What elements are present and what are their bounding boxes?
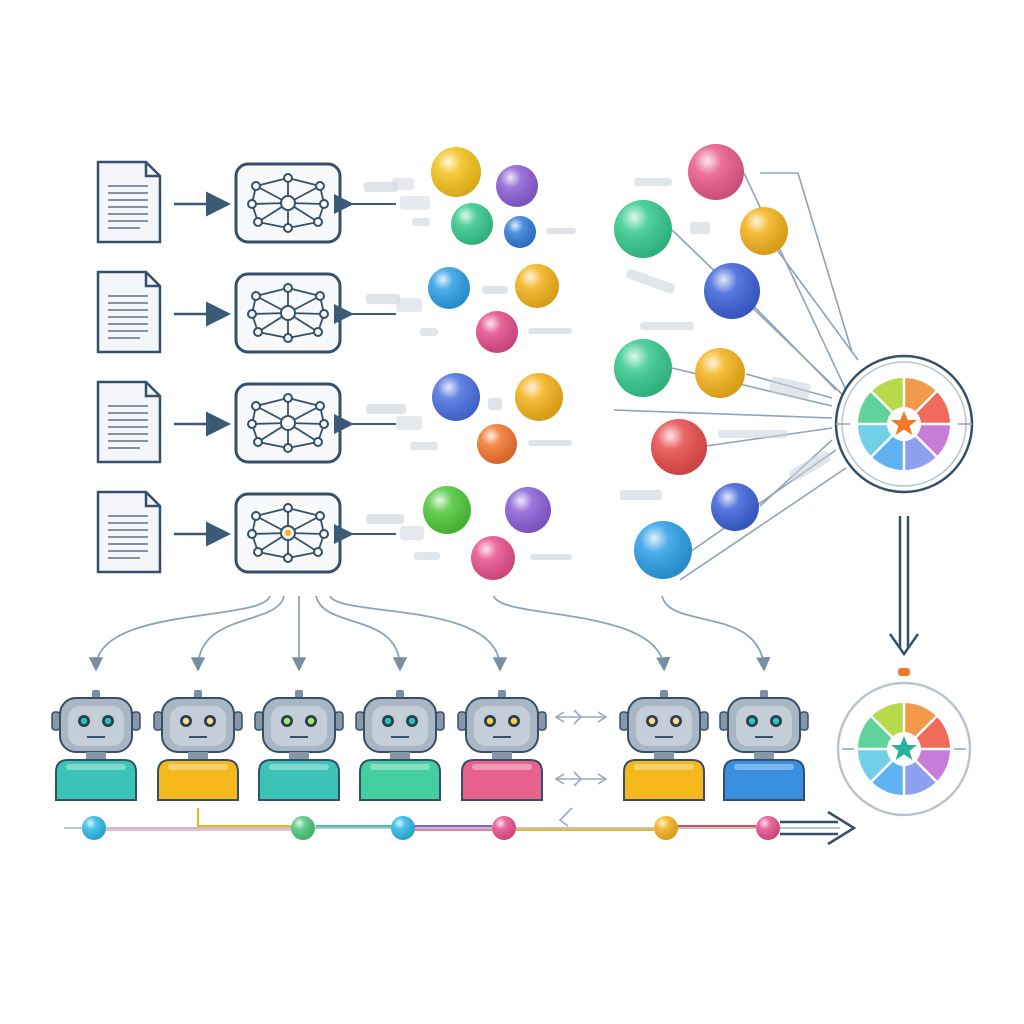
color-wheel-star-icon <box>856 376 952 472</box>
document-icon <box>96 160 162 244</box>
pipeline-row <box>96 264 572 354</box>
bidirectional-arrow <box>334 294 438 336</box>
aggregator-wheel-bottom <box>836 681 972 817</box>
agent-connectors <box>88 595 771 672</box>
robot-icon <box>153 690 243 801</box>
color-wheel-star-icon <box>856 701 952 797</box>
robot-icon <box>355 690 445 801</box>
embedding-nodes <box>423 486 572 580</box>
embedding-nodes <box>432 373 572 464</box>
pipeline-row <box>96 147 576 248</box>
bidirectional-arrow <box>334 404 438 450</box>
document-icon <box>96 490 162 574</box>
network-graph-icon <box>234 492 342 574</box>
bidirectional-arrow <box>334 514 440 560</box>
embedding-nodes <box>431 147 576 248</box>
pipeline-rows <box>96 147 576 580</box>
agents-row <box>51 690 809 801</box>
robot-icon <box>719 690 809 801</box>
timeline <box>64 808 857 846</box>
document-icon <box>96 380 162 464</box>
pipeline-row <box>96 486 572 580</box>
embedding-nodes <box>428 264 572 353</box>
connector-dot <box>898 668 910 676</box>
fan-nodes <box>614 144 788 579</box>
down-arrow <box>888 516 920 657</box>
pipeline-row <box>96 373 572 464</box>
robot-icon <box>457 690 547 801</box>
aggregator-wheel-top <box>834 354 974 494</box>
network-graph-icon <box>234 272 342 354</box>
document-icon <box>96 270 162 354</box>
robot-icon <box>51 690 141 801</box>
network-graph-icon <box>234 382 342 464</box>
fan-ghost-strokes <box>620 178 831 500</box>
bidirectional-arrow <box>334 178 430 226</box>
robot-icon <box>619 690 709 801</box>
network-graph-icon <box>234 162 342 244</box>
robot-icon <box>254 690 344 801</box>
exchange-arrows <box>554 709 608 827</box>
